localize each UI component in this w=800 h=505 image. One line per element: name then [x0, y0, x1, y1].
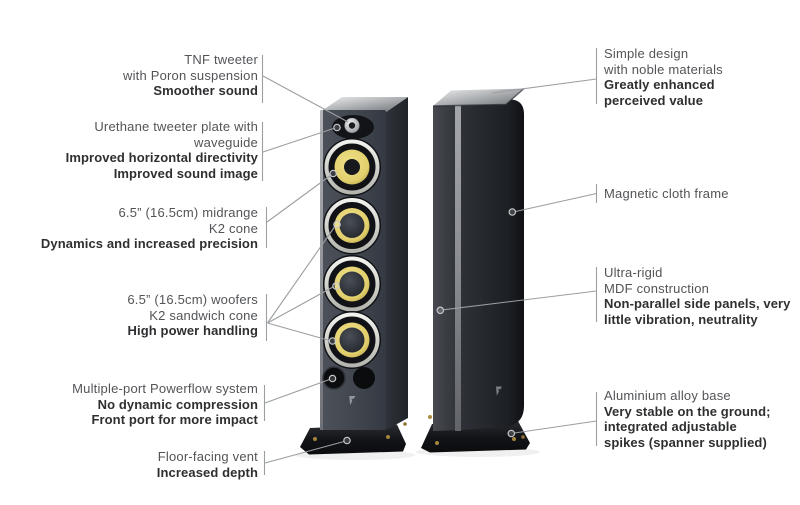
- callout-powerflow: Multiple-port Powerflow system No dynami…: [72, 381, 258, 428]
- left-speaker-side-panel: [386, 97, 408, 430]
- left-speaker-base: [300, 424, 406, 455]
- callout-line: spikes (spanner supplied): [604, 434, 767, 450]
- spike-icon: [428, 415, 432, 419]
- callout-line: perceived value: [604, 92, 704, 108]
- callout-line: Aluminium alloy base: [604, 388, 731, 403]
- callout-line: Floor-facing vent: [157, 449, 258, 464]
- callout-line: MDF construction: [604, 280, 710, 296]
- callout-line: K2 sandwich cone: [149, 307, 258, 323]
- callout-line: Front port for more impact: [91, 412, 258, 427]
- leader-line: [262, 127, 334, 153]
- leader-line: [491, 78, 597, 94]
- leader-line: [443, 290, 597, 311]
- callout-line: 6.5” (16.5cm) woofers: [127, 292, 258, 307]
- callout-urethane-tweeter-plate: Urethane tweeter plate with waveguide Im…: [66, 119, 258, 181]
- leader-line: [514, 420, 597, 434]
- right-speaker: [416, 87, 540, 457]
- leader-line: [264, 378, 330, 404]
- leader-marker: [343, 436, 351, 445]
- leader-line: [264, 440, 345, 464]
- leader-marker: [436, 306, 445, 315]
- tweeter: [332, 115, 374, 139]
- left-speaker-top-cap: [320, 97, 408, 112]
- callout-magnetic-cloth-frame: Magnetic cloth frame: [604, 186, 729, 202]
- right-speaker-side-panel: [433, 102, 462, 431]
- callout-line: Multiple-port Powerflow system: [72, 381, 258, 396]
- callout-line: Greatly enhanced: [604, 77, 715, 92]
- callout-line: Magnetic cloth frame: [604, 186, 729, 201]
- right-speaker-grille: [462, 99, 524, 430]
- callout-line: integrated adjustable: [604, 419, 737, 434]
- callout-line: Improved sound image: [113, 165, 258, 181]
- left-speaker: [295, 97, 415, 460]
- base-screw-icon: [512, 437, 516, 441]
- callout-line: Very stable on the ground;: [604, 403, 771, 419]
- callout-midrange: 6.5” (16.5cm) midrange K2 cone Dynamics …: [41, 205, 258, 252]
- callout-tnf-tweeter: TNF tweeter with Poron suspension Smooth…: [123, 52, 258, 99]
- base-screw-icon: [386, 435, 390, 439]
- midrange-driver: [323, 138, 381, 196]
- leader-marker: [508, 208, 517, 216]
- callout-line: TNF tweeter: [184, 52, 258, 67]
- callout-line: Ultra-rigid: [604, 265, 663, 280]
- base-screw-icon: [521, 435, 525, 439]
- base-screw-icon: [313, 437, 317, 441]
- right-speaker-top-cap: [433, 88, 524, 106]
- woofer-driver: [323, 196, 381, 255]
- callout-woofers: 6.5” (16.5cm) woofers K2 sandwich cone H…: [127, 292, 258, 339]
- callout-simple-design: Simple design with noble materials Great…: [604, 46, 723, 108]
- callout-line: Simple design: [604, 46, 689, 61]
- leader-line: [267, 322, 330, 342]
- callout-line: Non-parallel side panels, very: [604, 296, 791, 311]
- woofer-driver: [323, 255, 381, 313]
- callout-line: Urethane tweeter plate with: [94, 119, 258, 134]
- callout-line: 6.5” (16.5cm) midrange: [118, 205, 258, 220]
- callout-floor-vent: Floor-facing vent Increased depth: [157, 449, 258, 480]
- callout-line: Improved horizontal directivity: [65, 150, 258, 165]
- front-port: [322, 366, 346, 390]
- callout-line: with Poron suspension: [123, 67, 258, 83]
- focal-logo-icon: [349, 396, 356, 406]
- leader-marker: [329, 169, 338, 178]
- leader-marker: [333, 220, 341, 229]
- leader-marker: [332, 282, 340, 290]
- base-screw-icon: [435, 441, 439, 445]
- right-speaker-edge-highlight: [455, 103, 461, 431]
- callout-line: High power handling: [127, 323, 258, 338]
- callout-line: No dynamic compression: [97, 396, 258, 412]
- callout-line: waveguide: [194, 134, 258, 150]
- leader-line: [267, 226, 335, 324]
- callout-line: Dynamics and increased precision: [40, 236, 258, 251]
- top-cap-front-edge: [432, 87, 525, 107]
- leader-line: [262, 75, 349, 123]
- front-port: [353, 367, 375, 389]
- callout-line: K2 cone: [208, 220, 258, 236]
- callout-line: Increased depth: [156, 464, 258, 480]
- focal-logo-icon: [496, 386, 502, 396]
- leader-marker: [507, 429, 516, 438]
- callout-line: little vibration, neutrality: [604, 311, 758, 327]
- spike-icon: [403, 422, 407, 426]
- leader-line: [266, 175, 331, 223]
- callout-line: Smoother sound: [153, 83, 258, 98]
- left-speaker-edge-highlight: [320, 110, 323, 430]
- leader-lines: [261, 48, 598, 475]
- leader-marker: [328, 374, 337, 383]
- leader-marker: [328, 337, 337, 345]
- callout-aluminium-base: Aluminium alloy base Very stable on the …: [604, 388, 771, 450]
- leader-marker: [333, 123, 341, 132]
- callout-mdf-construction: Ultra-rigid MDF construction Non-paralle…: [604, 265, 791, 327]
- callout-line: with noble materials: [604, 61, 723, 77]
- leader-line: [515, 192, 597, 213]
- leader-line: [267, 286, 334, 324]
